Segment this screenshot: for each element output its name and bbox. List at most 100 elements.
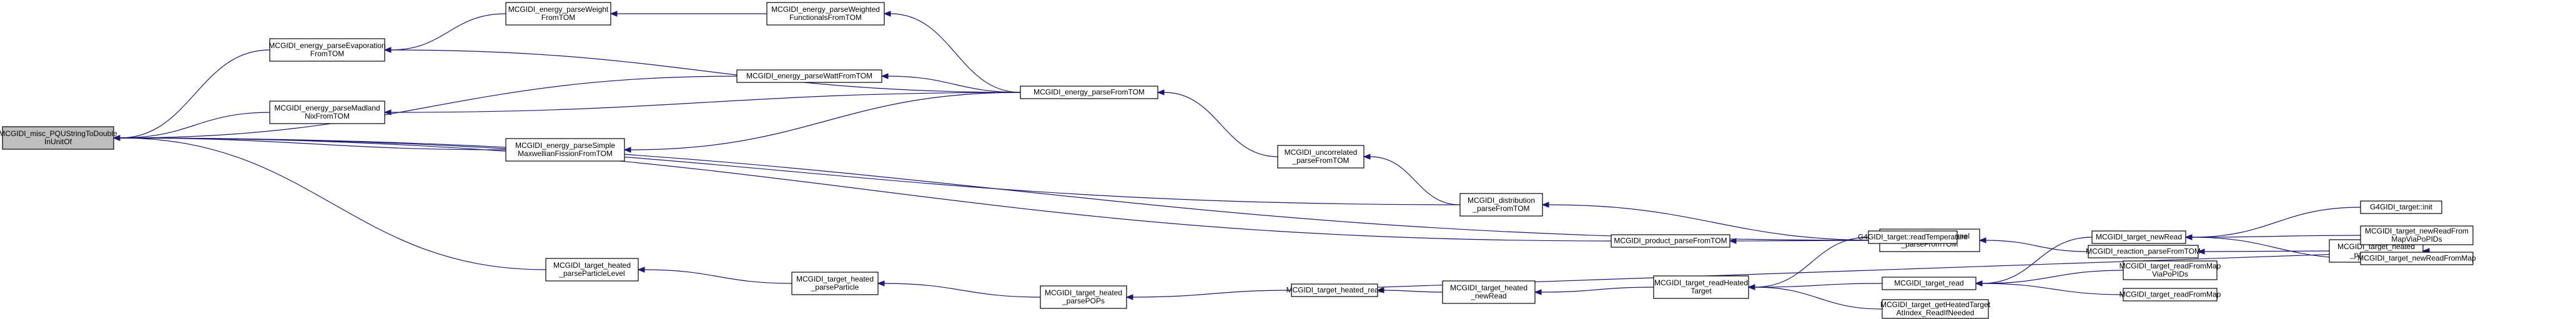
graph-edge-n5-to-n3 (883, 11, 1021, 93)
graph-edge-line (1981, 283, 2124, 295)
graph-node-n4[interactable]: MCGIDI_energy_parseWattFromTOM (736, 69, 882, 83)
graph-edge-line (119, 137, 1461, 205)
graph-edge-line (119, 112, 270, 139)
graph-edge-n10-to-n0 (112, 135, 1612, 242)
graph-edge-n5-to-n1 (383, 47, 1021, 93)
graph-node-n8[interactable]: MCGIDI_uncorrelated_parseFromTOM (1277, 145, 1364, 169)
graph-node-n14[interactable]: MCGIDI_target_heated_parseParticleLevel (545, 258, 639, 282)
graph-node-box (1882, 299, 1989, 319)
graph-edge-line (1985, 240, 2089, 252)
graph-node-n5[interactable]: MCGIDI_energy_parseFromTOM (1020, 86, 1158, 99)
graph-edge-line (390, 49, 1021, 93)
graph-edge-line (1132, 290, 1292, 298)
graph-edge-arrowhead (609, 11, 618, 17)
graph-node-box (2123, 288, 2218, 302)
graph-node-label: _newRead (1470, 292, 1506, 300)
graph-edge-line (644, 269, 792, 284)
graph-node-n12[interactable]: MCGIDI_reaction_parseFromTOM (2086, 245, 2201, 258)
graph-edge-n23-to-n21 (1975, 237, 2093, 287)
graph-node-label: MCGIDI_target_newReadFrom (2365, 227, 2469, 235)
graph-node-label: MapViaPoPIDs (2391, 235, 2442, 243)
graph-node-box (791, 272, 879, 295)
graph-node-box (1291, 283, 1378, 297)
graph-node-box (1277, 145, 1364, 169)
graph-node-label: MCGIDI_target_getHeatedTarget (1880, 300, 1991, 309)
graph-edge-arrowhead (877, 280, 885, 287)
graph-edge-line (1754, 237, 1869, 288)
graph-edge-n5-to-n4 (881, 73, 1021, 93)
graph-node-n20[interactable]: G4GIDI_target::readTemperature (1858, 230, 1968, 244)
graph-edge-arrowhead (112, 135, 121, 141)
graph-edge-arrowhead (383, 109, 392, 115)
graph-node-n9[interactable]: MCGIDI_distribution_parseFromTOM (1459, 193, 1543, 217)
graph-node-box (736, 69, 882, 83)
graph-node-label: MCGIDI_product_parseFromTOM (1614, 237, 1727, 245)
graph-node-label: MCGIDI_energy_parseFromTOM (1034, 88, 1145, 97)
graph-edge-line (119, 137, 1612, 242)
graph-node-box (1442, 280, 1536, 304)
graph-node-n17[interactable]: MCGIDI_target_heated_read (1286, 283, 1383, 297)
graph-node-box (1040, 285, 1127, 309)
graph-edge-arrowhead (1157, 89, 1165, 96)
graph-node-n26[interactable]: G4GIDI_target::init (2360, 200, 2442, 214)
graph-edge-n11-to-n10 (1729, 238, 1880, 244)
graph-node-box (2360, 225, 2474, 245)
graph-node-n18[interactable]: MCGIDI_target_heated_newRead (1442, 280, 1536, 304)
graph-node-label: MCGIDI_target_heated (553, 261, 631, 270)
graph-edge-arrowhead (383, 47, 392, 53)
graph-node-box (766, 2, 885, 26)
graph-edge-line (2191, 235, 2361, 238)
graph-node-n23[interactable]: MCGIDI_target_newRead (2091, 230, 2186, 244)
graph-node-box (1611, 234, 1730, 248)
graph-node-box (2091, 230, 2186, 244)
graph-node-label: ViaPoPIDs (2152, 270, 2188, 278)
graph-node-n28[interactable]: MCGIDI_target_newReadFromMap (2357, 252, 2476, 265)
graph-node-n16[interactable]: MCGIDI_target_heated_parsePOPs (1040, 285, 1127, 309)
graph-node-box (2360, 252, 2474, 265)
graph-node-label: MCGIDI_energy_parseWeighted (771, 5, 880, 14)
graph-node-label: MCGIDI_target_newReadFromMap (2357, 254, 2476, 263)
graph-node-label: Target (1690, 287, 1712, 295)
graph-edge-n1-to-n0 (112, 49, 270, 141)
graph-node-label: FunctionalsFromTOM (789, 13, 862, 22)
graph-node-n15[interactable]: MCGIDI_target_heated_parseParticle (791, 272, 879, 295)
graph-edge-line (119, 137, 1880, 241)
graph-node-n22[interactable]: MCGIDI_target_getHeatedTargetAtIndex_Rea… (1880, 299, 1991, 319)
graph-node-n21[interactable]: MCGIDI_target_read (1882, 277, 1976, 290)
graph-node-label: MCGIDI_target_heated (1450, 283, 1527, 292)
graph-node-label: _parseParticleLevel (558, 269, 624, 278)
graph-node-label: MCGIDI_target_heated (1045, 288, 1122, 297)
graph-node-n10[interactable]: MCGIDI_product_parseFromTOM (1611, 234, 1730, 248)
graph-edge-arrowhead (1747, 284, 1755, 290)
graph-node-label: G4GIDI_target::init (2370, 203, 2433, 212)
graph-edge-n11-to-n9 (1541, 202, 1880, 241)
graph-edge-line (884, 283, 1041, 298)
graph-edge-arrowhead (2184, 234, 2193, 240)
graph-node-label: MaxwellianFissionFromTOM (518, 149, 613, 158)
graph-edge-n5-to-n7 (623, 92, 1021, 153)
graph-node-box (505, 2, 611, 26)
graph-node-box (2, 126, 114, 150)
graph-node-n25[interactable]: MCGIDI_target_readFromMap (2120, 288, 2221, 302)
graph-edge-arrowhead (1729, 238, 1737, 244)
graph-edge-n21-to-n19 (1747, 283, 1883, 290)
graph-edge-line (1383, 290, 1443, 293)
graph-edge-n15-to-n14 (637, 267, 792, 284)
graph-node-label: G4GIDI_target::readTemperature (1858, 233, 1968, 242)
graph-edge-n3-to-n2 (609, 11, 767, 17)
graph-edge-line (1754, 283, 1883, 288)
graph-node-label: AtIndex_ReadIfNeeded (1897, 308, 1975, 317)
graph-edge-n22-to-n19 (1747, 284, 1883, 310)
graph-edge-n14-to-n0 (112, 135, 546, 270)
graph-node-box (269, 38, 385, 62)
graph-node-n7[interactable]: MCGIDI_energy_parseSimpleMaxwellianFissi… (505, 138, 625, 162)
graph-node-n3[interactable]: MCGIDI_energy_parseWeightedFunctionalsFr… (766, 2, 885, 26)
graph-edge-line (119, 76, 738, 139)
